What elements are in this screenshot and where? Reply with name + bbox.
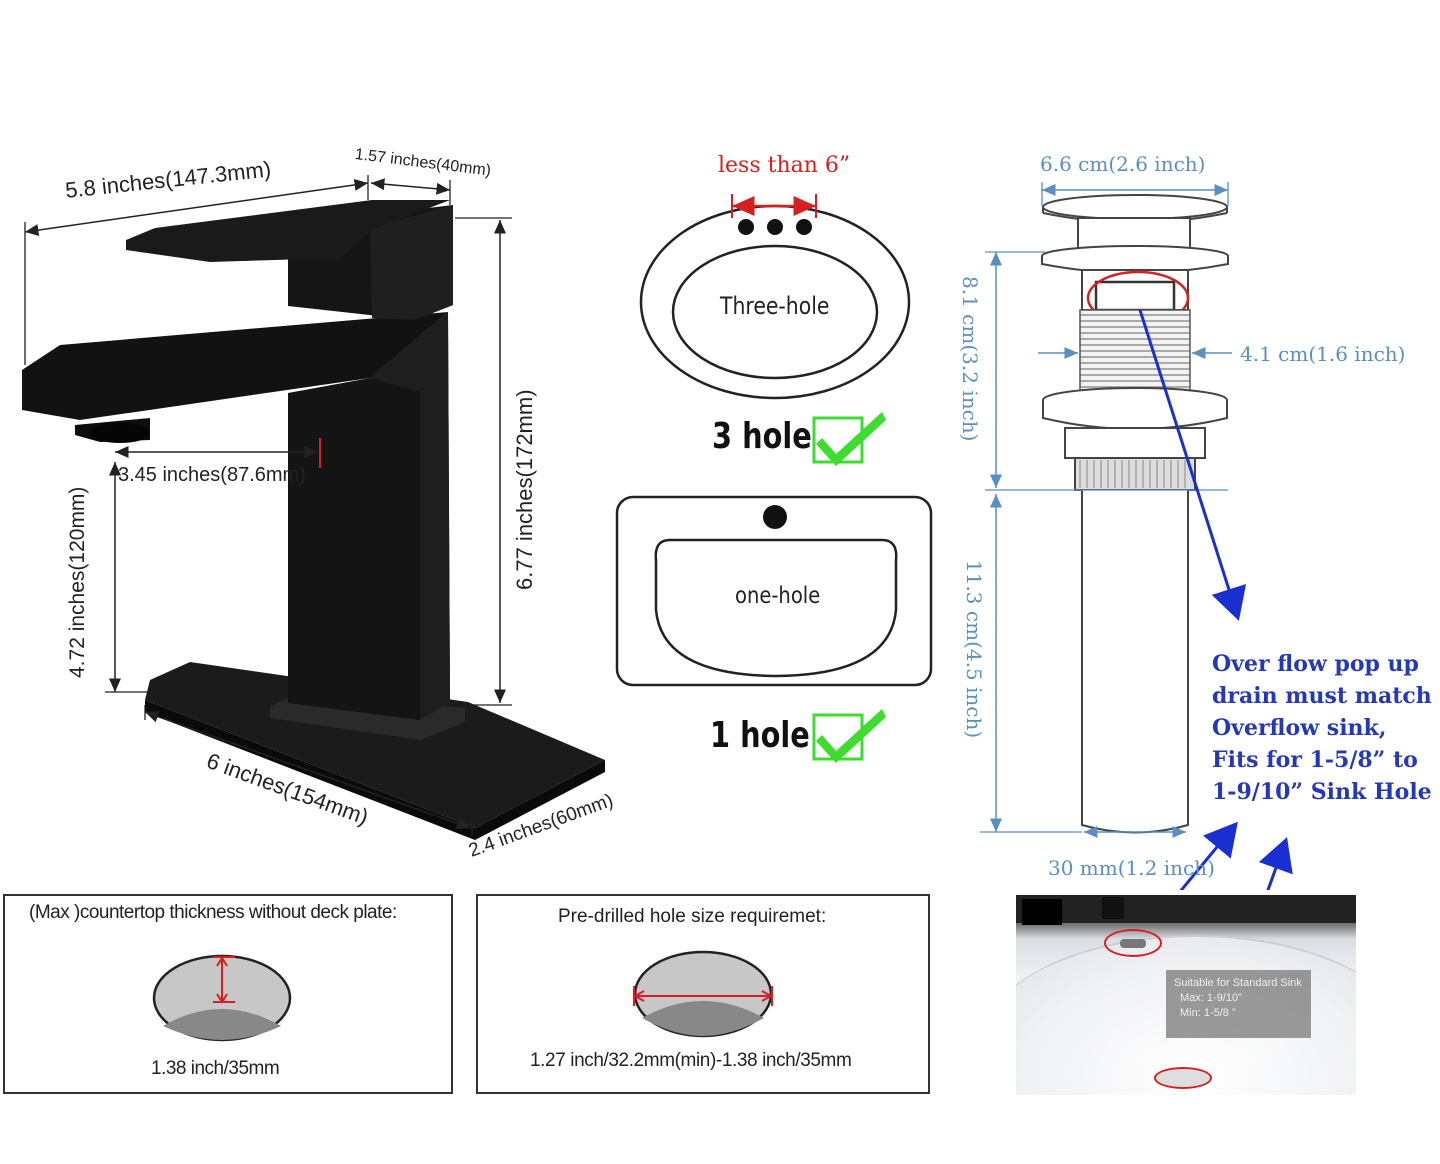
check-icon bbox=[816, 412, 886, 466]
countertop-diagram bbox=[152, 954, 292, 1042]
drain-note: Over flow pop up drain must match Overfl… bbox=[1212, 651, 1432, 805]
check-icon bbox=[816, 709, 886, 763]
dim-drain-thread-width: 4.1 cm(1.6 inch) bbox=[1240, 342, 1406, 366]
faucet-diagram bbox=[22, 175, 605, 840]
predrill-value: 1.27 inch/32.2mm(min)-1.38 inch/35mm bbox=[530, 1050, 852, 1071]
sink-photo: Suitable for Standard Sink Max: 1-9/10” … bbox=[1016, 895, 1356, 1095]
one-hole-caption: 1 hole bbox=[710, 715, 810, 756]
spec-card: Suitable for Standard Sink Max: 1-9/10” … bbox=[1166, 970, 1311, 1038]
hole-spacing-label: less than 6” bbox=[718, 153, 851, 178]
predrill-box: Pre-drilled hole size requiremet: 1.27 i… bbox=[476, 894, 930, 1094]
dim-spout-reach: 3.45 inches(87.6mm) bbox=[118, 464, 306, 486]
dim-drain-upper-height: 8.1 cm(3.2 inch) bbox=[958, 276, 982, 442]
drain-diagram bbox=[980, 182, 1293, 890]
predrill-title: Pre-drilled hole size requiremet: bbox=[558, 906, 827, 927]
dim-drain-lower-height: 11.3 cm(4.5 inch) bbox=[962, 560, 986, 739]
spec-card-line2: Max: 1-9/10” bbox=[1180, 992, 1242, 1004]
one-hole-sink-outline bbox=[615, 495, 933, 687]
predrill-diagram bbox=[632, 950, 774, 1038]
countertop-title: (Max )countertop thickness without deck … bbox=[29, 902, 397, 923]
drain-hole bbox=[1154, 1067, 1212, 1089]
dim-drain-pipe-width: 30 mm(1.2 inch) bbox=[1048, 856, 1215, 880]
dim-drain-top-width: 6.6 cm(2.6 inch) bbox=[1040, 152, 1206, 176]
three-hole-caption: 3 hole bbox=[712, 416, 812, 457]
faucet-body bbox=[288, 312, 450, 720]
three-hole-inner-label: Three-hole bbox=[720, 292, 830, 320]
dim-spout-height: 4.72 inches(120mm) bbox=[66, 486, 89, 678]
spec-card-line1: Suitable for Standard Sink bbox=[1174, 977, 1302, 989]
dim-total-height: 6.77 inches(172mm) bbox=[512, 389, 537, 590]
countertop-box: (Max )countertop thickness without deck … bbox=[3, 894, 453, 1094]
faucet-spout bbox=[22, 312, 448, 420]
drain-pipe bbox=[1081, 490, 1189, 834]
spec-card-line3: Min: 1-5/8 ” bbox=[1180, 1007, 1236, 1019]
hole-types-diagram bbox=[615, 194, 933, 763]
one-hole-inner-label: one-hole bbox=[735, 583, 821, 609]
overflow-hole bbox=[1104, 929, 1162, 957]
countertop-value: 1.38 inch/35mm bbox=[151, 1058, 280, 1079]
